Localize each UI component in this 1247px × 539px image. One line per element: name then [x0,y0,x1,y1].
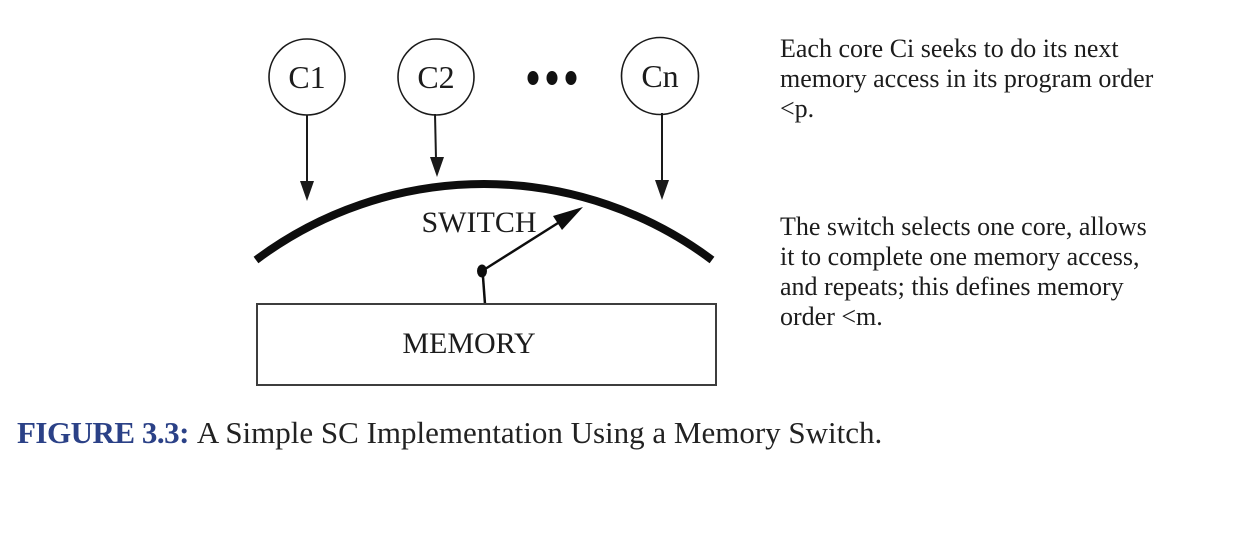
arrow-cn-to-switch [655,113,669,200]
arrow-c2-to-switch [430,113,444,177]
sc-switch-diagram: C1 C2 Cn [253,36,717,386]
figure-caption: FIGURE 3.3:A Simple SC Implementation Us… [17,414,1217,452]
ellipsis-dots-icon [527,71,577,85]
program-order-note: Each core Ci seeks to do its next memory… [780,34,1180,124]
core-node-c1: C1 [268,38,346,116]
core-node-c2: C2 [397,38,475,116]
arrowhead-icon [430,157,444,177]
dot [546,71,558,85]
dot [565,71,577,85]
note-line: Each core Ci seeks to do its next [780,34,1119,63]
memory-box [256,303,717,386]
note-line: and repeats; this defines memory [780,272,1124,301]
pivot-stem [481,276,487,305]
memory-label: MEMORY [402,327,535,360]
arrowhead-icon [655,180,669,200]
arrow-shaft [434,113,437,160]
core-label: Cn [641,58,678,94]
memory-order-note: The switch selects one core, allows it t… [780,212,1180,332]
figure-caption-label: FIGURE 3.3: [17,415,189,450]
needle-arrowhead-icon [553,207,583,230]
note-line: it to complete one memory access, [780,242,1140,271]
core-node-cn: Cn [620,36,700,116]
figure-caption-text: A Simple SC Implementation Using a Memor… [196,415,883,450]
note-line: <p. [780,94,815,123]
arrowhead-icon [300,181,314,201]
pointer-pivot [477,264,487,278]
note-line: order <m. [780,302,883,331]
switch-pointer-needle [477,207,583,305]
dot [527,71,539,85]
arrow-c1-to-switch [300,115,314,201]
core-circle [620,36,700,116]
note-line: memory access in its program order [780,64,1154,93]
switch-label: SWITCH [422,206,537,239]
core-label: C2 [417,59,454,95]
core-label: C1 [288,59,325,95]
note-line: The switch selects one core, allows [780,212,1147,241]
needle-shaft [481,221,559,273]
switch-arc [253,180,715,264]
